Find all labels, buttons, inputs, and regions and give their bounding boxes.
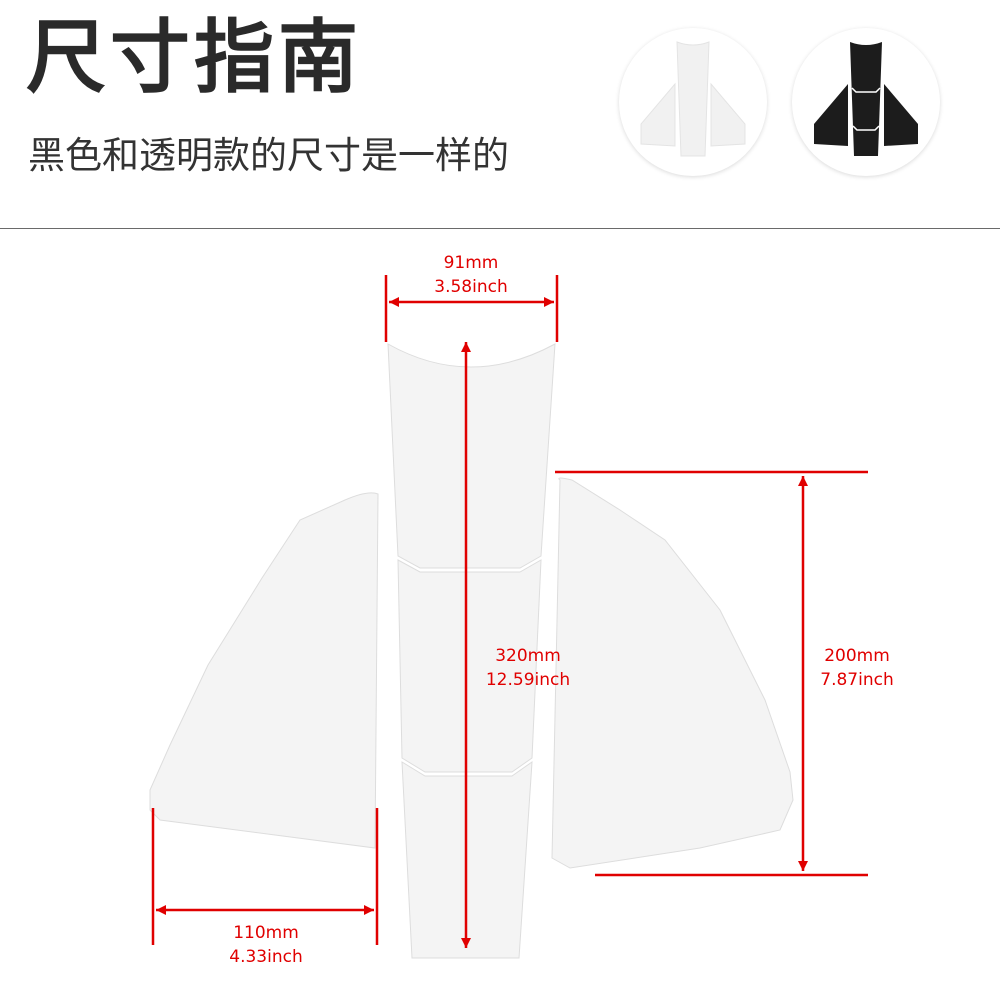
page-subtitle: 黑色和透明款的尺寸是一样的 (28, 134, 509, 177)
header-divider (0, 228, 1000, 229)
thumbnail-black[interactable] (792, 28, 940, 176)
center-pad-top (387, 343, 556, 569)
dim-center-width-mm: 91mm (444, 253, 499, 273)
dim-center-length-inch: 12.59inch (486, 670, 570, 690)
dim-side-width-mm: 110mm (233, 923, 299, 943)
page-title: 尺寸指南 (26, 11, 362, 104)
dim-side-width (151, 808, 379, 945)
dim-side-height (555, 470, 868, 877)
dim-center-width (384, 275, 559, 342)
center-pad-middle (397, 559, 542, 773)
thumbnail-transparent[interactable] (619, 28, 767, 176)
dim-side-height-mm: 200mm (824, 646, 890, 666)
dim-center-length-mm: 320mm (495, 646, 561, 666)
dim-center-width-inch: 3.58inch (434, 277, 507, 297)
dim-side-height-inch: 7.87inch (820, 670, 893, 690)
right-side-pad (551, 477, 794, 869)
left-side-pad (149, 492, 379, 849)
dim-side-width-inch: 4.33inch (229, 947, 302, 967)
